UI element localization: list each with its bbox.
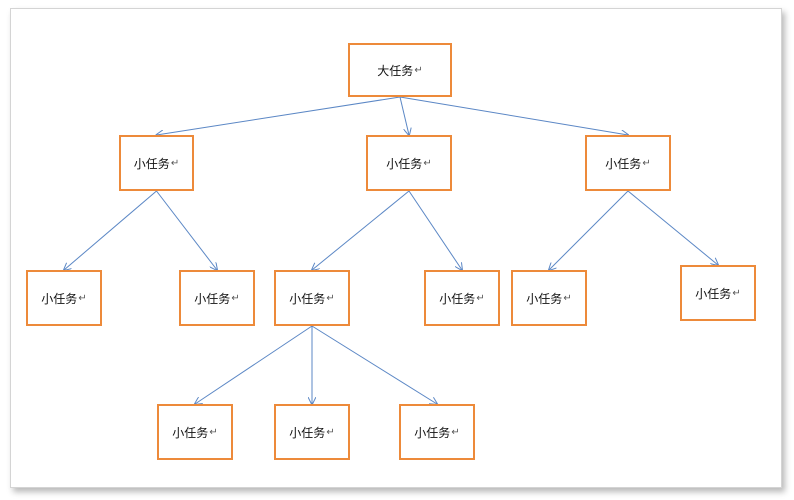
node-label: 小任务 xyxy=(289,425,326,440)
node-subtask: 小任务↵ xyxy=(399,404,475,460)
node-subtask: 小任务↵ xyxy=(157,404,233,460)
paragraph-mark-icon: ↵ xyxy=(423,157,432,169)
paragraph-mark-icon: ↵ xyxy=(326,426,335,438)
edge-l1c-l2e xyxy=(549,190,629,270)
node-subtask: 小任务↵ xyxy=(366,135,452,191)
paragraph-mark-icon: ↵ xyxy=(563,292,572,304)
paragraph-mark-icon: ↵ xyxy=(732,287,741,299)
node-label: 小任务 xyxy=(386,156,423,171)
node-subtask: 小任务↵ xyxy=(119,135,194,191)
node-subtask: 小任务↵ xyxy=(680,265,756,321)
edge-l2c-l3c xyxy=(311,325,437,404)
edge-root-l1b xyxy=(399,96,409,135)
node-label: 小任务 xyxy=(695,286,732,301)
node-label: 小任务 xyxy=(526,291,563,306)
edge-l1b-l2d xyxy=(408,190,462,270)
node-subtask: 小任务↵ xyxy=(585,135,671,191)
node-root: 大任务↵ xyxy=(348,43,452,97)
paragraph-mark-icon: ↵ xyxy=(170,157,180,169)
paragraph-mark-icon: ↵ xyxy=(78,292,87,304)
paragraph-mark-icon: ↵ xyxy=(642,157,651,169)
paragraph-mark-icon: ↵ xyxy=(451,426,460,438)
edge-l2c-l3a xyxy=(195,325,313,404)
node-label: 小任务 xyxy=(289,291,326,306)
node-subtask: 小任务↵ xyxy=(274,404,350,460)
paragraph-mark-icon: ↵ xyxy=(414,64,423,76)
paragraph-mark-icon: ↵ xyxy=(326,292,335,304)
edge-l1a-l2a xyxy=(64,190,157,270)
node-label: 小任务 xyxy=(172,425,209,440)
edge-root-l1a xyxy=(157,96,401,135)
node-label: 大任务 xyxy=(377,63,414,78)
node-label: 小任务 xyxy=(194,291,231,306)
node-label: 小任务 xyxy=(414,425,451,440)
node-subtask: 小任务↵ xyxy=(179,270,255,326)
node-subtask: 小任务↵ xyxy=(511,270,587,326)
node-label: 小任务 xyxy=(605,156,642,171)
paragraph-mark-icon: ↵ xyxy=(231,292,240,304)
node-label: 小任务 xyxy=(133,156,170,171)
node-label: 小任务 xyxy=(41,291,78,306)
node-subtask: 小任务↵ xyxy=(424,270,500,326)
paragraph-mark-icon: ↵ xyxy=(209,426,218,438)
paragraph-mark-icon: ↵ xyxy=(476,292,485,304)
edge-l1c-l2f xyxy=(627,190,718,265)
node-subtask: 小任务↵ xyxy=(26,270,102,326)
edge-l1a-l2b xyxy=(156,190,218,270)
node-subtask: 小任务↵ xyxy=(274,270,350,326)
node-label: 小任务 xyxy=(439,291,476,306)
edge-root-l1c xyxy=(399,96,628,135)
edge-l1b-l2c xyxy=(312,190,410,270)
